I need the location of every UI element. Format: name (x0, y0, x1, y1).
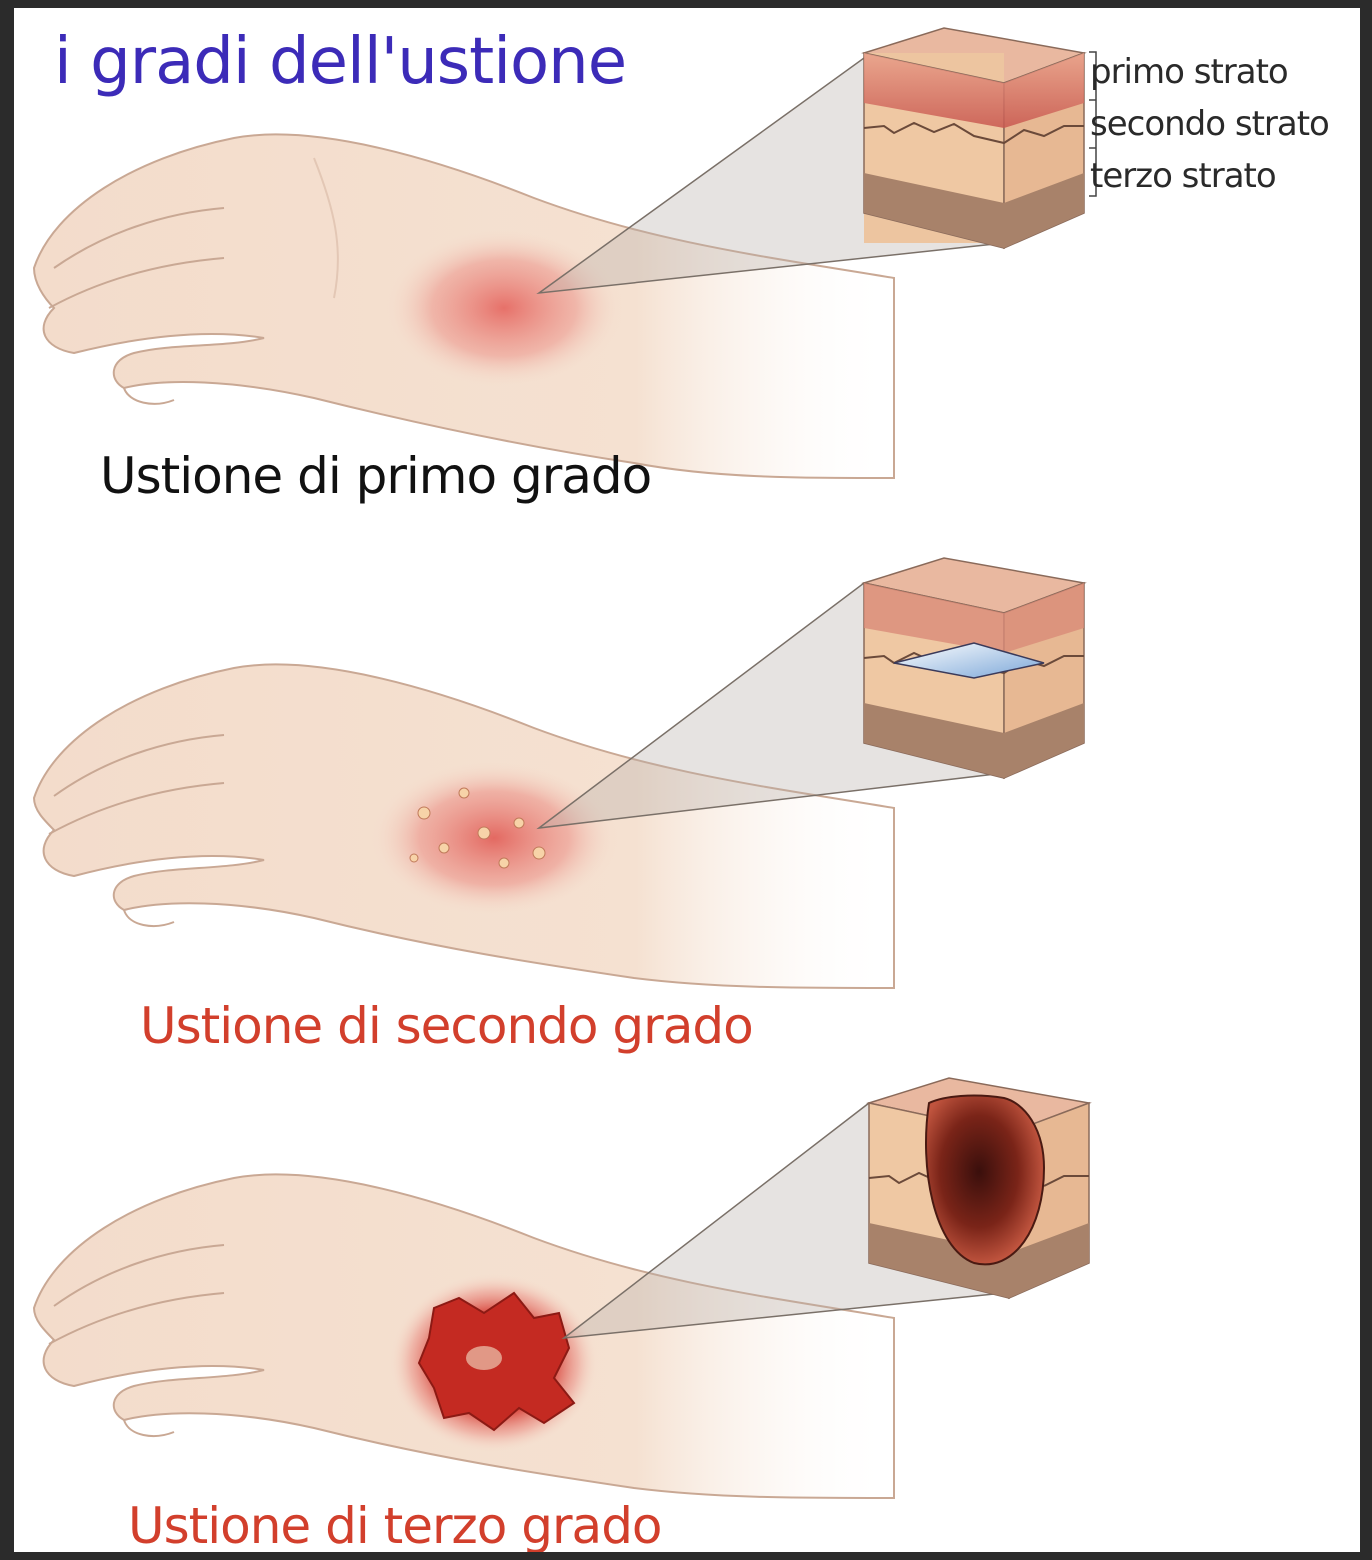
blistered-area (369, 760, 619, 916)
third-degree-illustration (14, 1058, 1360, 1528)
caption-first-degree: Ustione di primo grado (100, 446, 651, 506)
layer-label-first: primo strato (1090, 52, 1288, 92)
skin-block-1 (864, 28, 1084, 248)
layer-label-second: secondo strato (1090, 104, 1329, 144)
page-title: i gradi dell'ustione (54, 22, 626, 102)
redness-patch (384, 228, 624, 388)
skin-block-3 (869, 1078, 1089, 1298)
caption-third-degree: Ustione di terzo grado (128, 1496, 662, 1552)
illustration-frame: i gradi dell'ustione primo strato second… (14, 8, 1360, 1552)
caption-second-degree: Ustione di secondo grado (140, 996, 753, 1056)
second-degree-illustration (14, 538, 1360, 1018)
skin-block-2 (864, 558, 1084, 778)
layer-label-third: terzo strato (1090, 156, 1276, 196)
